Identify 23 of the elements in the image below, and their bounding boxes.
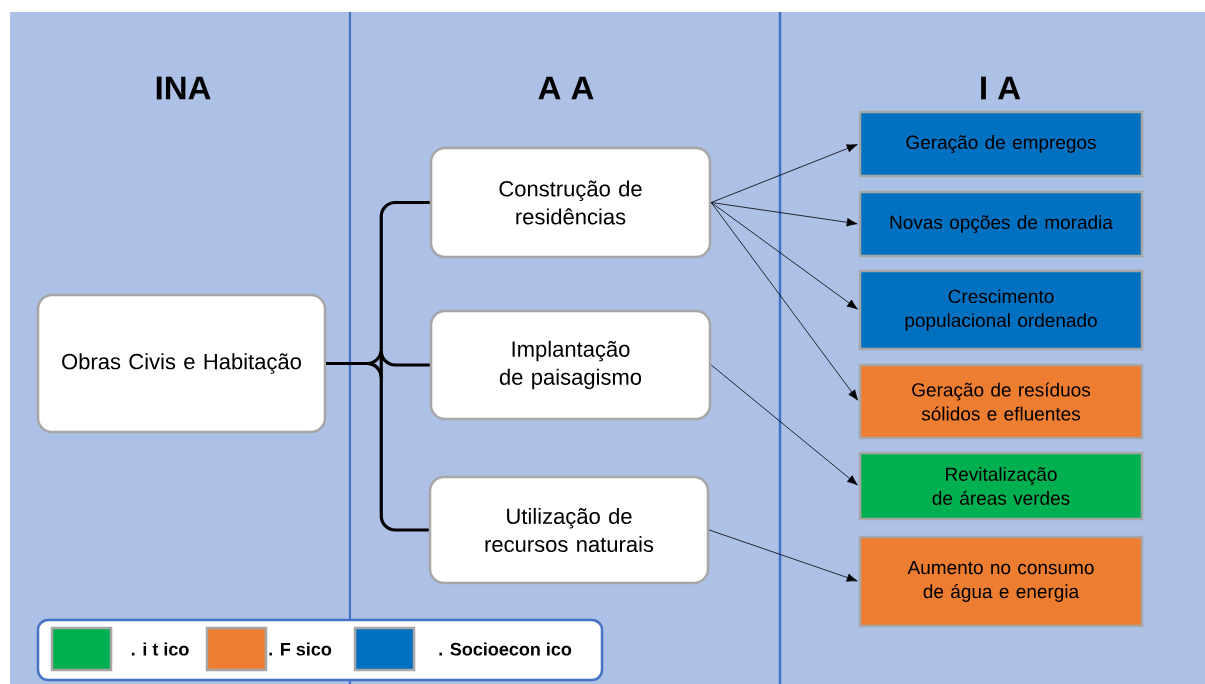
arrow <box>710 202 858 310</box>
process-box: Construção de residências <box>429 146 712 259</box>
column-header: I A <box>981 76 1021 100</box>
legend-label: . i t ico <box>131 642 189 656</box>
arrow <box>710 364 858 486</box>
process-box: Implantação de paisagismo <box>429 309 712 421</box>
impact-box: Crescimento populacional ordenado <box>858 269 1144 351</box>
impact-box: Geração de empregos <box>858 110 1144 178</box>
impact-box: Geração de resíduos sólidos e efluentes <box>858 363 1144 440</box>
arrow <box>708 529 858 582</box>
legend-label: . Socioecon ico <box>439 642 572 656</box>
impact-box: Novas opções de moradia <box>858 190 1144 258</box>
arrow <box>710 202 858 227</box>
legend-label: . F sico <box>269 642 332 656</box>
impact-box: Revitalização de áreas verdes <box>858 451 1144 521</box>
arrow <box>710 144 858 203</box>
column-header: A A <box>538 76 594 100</box>
bracket-connector <box>326 361 429 532</box>
process-box: Utilização de recursos naturais <box>428 475 710 585</box>
arrow <box>710 202 859 401</box>
impact-box: Aumento no consumo de água e energia <box>858 535 1144 628</box>
column-header: INA <box>156 76 211 100</box>
process-box: Obras Civis e Habitação <box>36 293 327 434</box>
